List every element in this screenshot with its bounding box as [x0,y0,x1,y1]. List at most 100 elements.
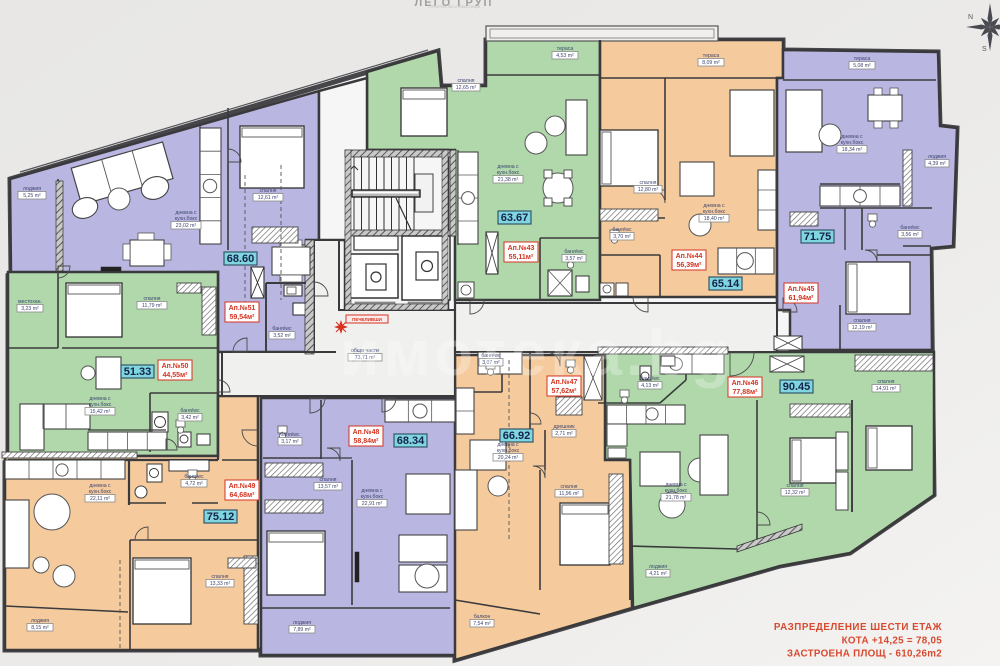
svg-text:12,61 m²: 12,61 m² [258,195,279,201]
svg-text:22,11 m²: 22,11 m² [90,496,110,502]
svg-text:65.14: 65.14 [712,278,740,290]
svg-text:лоджия: лоджия [23,186,41,192]
svg-text:66.92: 66.92 [503,430,531,442]
svg-text:кухн.бокс: кухн.бокс [175,216,198,222]
svg-text:21,38 m²: 21,38 m² [498,177,519,183]
svg-text:кухн.бокс: кухн.бокс [89,489,112,495]
svg-text:кухн.бокс: кухн.бокс [497,170,520,176]
svg-text:КОТА +14,25 = 78,05: КОТА +14,25 = 78,05 [842,636,943,647]
svg-text:3,56 m²: 3,56 m² [901,232,919,238]
svg-text:4,53 m²: 4,53 m² [556,53,574,59]
svg-text:дневна с: дневна с [175,210,197,216]
svg-text:3,17 m²: 3,17 m² [281,439,299,445]
svg-text:13,33 m²: 13,33 m² [210,581,231,587]
svg-text:кухн.бокс: кухн.бокс [703,209,726,215]
svg-text:баня/wc: баня/wc [640,376,660,382]
svg-text:местохан.: местохан. [18,299,42,305]
svg-text:23,02 m²: 23,02 m² [176,223,197,229]
svg-text:Ап.№47: Ап.№47 [551,378,578,386]
svg-text:спалня: спалня [561,484,578,490]
svg-text:56,39м²: 56,39м² [676,262,702,269]
svg-text:лоджия: лоджия [31,618,49,624]
svg-text:Ап.№49: Ап.№49 [229,482,256,490]
svg-text:спалня: спалня [787,483,804,489]
svg-text:ПЕЧЕЛИВШИ: ПЕЧЕЛИВШИ [352,317,382,322]
svg-text:71.75: 71.75 [804,231,832,243]
svg-text:спалня: спалня [212,574,229,580]
svg-text:дневна с: дневна с [89,483,111,489]
svg-text:лоджия: лоджия [293,620,311,626]
svg-text:Ап.№46: Ап.№46 [732,379,759,387]
svg-text:кухн.бокс: кухн.бокс [497,448,520,454]
svg-text:51.33: 51.33 [124,366,152,378]
svg-text:68.60: 68.60 [227,253,255,265]
svg-text:дневна с: дневна с [497,442,519,448]
svg-text:тераса: тераса [557,46,574,52]
svg-text:спалня: спалня [320,477,337,483]
svg-text:57,62м²: 57,62м² [551,388,577,395]
svg-text:спалня: спалня [878,379,895,385]
svg-text:баня/wc: баня/wc [180,408,200,414]
svg-text:20,24 m²: 20,24 m² [498,455,519,461]
svg-text:4,39 m²: 4,39 m² [928,161,946,167]
svg-text:дневна с: дневна с [703,203,725,209]
svg-text:СТРОИТЕЛСТВО И ИНВЕСТИЦИИ: СТРОИТЕЛСТВО И ИНВЕСТИЦИИ [428,5,481,9]
svg-text:44,55м²: 44,55м² [162,372,188,379]
svg-text:Ап.№45: Ап.№45 [788,285,815,293]
svg-text:Ап.№50: Ап.№50 [162,362,189,370]
svg-text:Ап.№48: Ап.№48 [353,428,380,436]
svg-text:3,07 m²: 3,07 m² [482,360,500,366]
svg-text:Ап.№51: Ап.№51 [229,304,256,312]
svg-text:S: S [982,46,987,53]
svg-text:дневна с: дневна с [841,134,863,140]
svg-text:РАЗПРЕДЕЛЕНИЕ ШЕСТИ ЕТАЖ: РАЗПРЕДЕЛЕНИЕ ШЕСТИ ЕТАЖ [774,622,942,633]
svg-text:3,57 m²: 3,57 m² [565,256,583,262]
svg-text:8,09 m²: 8,09 m² [702,60,720,66]
svg-text:8,15 m²: 8,15 m² [31,625,49,631]
svg-text:12,65 m²: 12,65 m² [456,85,477,91]
svg-text:21,78 m²: 21,78 m² [666,495,687,501]
svg-text:дрешник: дрешник [554,424,576,430]
svg-text:61,94м²: 61,94м² [788,295,814,302]
svg-text:77,88м²: 77,88м² [732,389,758,396]
svg-text:спалня: спалня [458,78,475,84]
svg-text:N: N [968,14,973,21]
svg-text:12,19 m²: 12,19 m² [852,325,873,331]
svg-text:дневна с: дневна с [361,488,383,494]
svg-text:4,13 m²: 4,13 m² [641,383,659,389]
svg-text:дневна с: дневна с [89,396,111,402]
svg-text:спалня: спалня [854,318,871,324]
svg-text:15,42 m²: 15,42 m² [90,409,111,415]
svg-text:63.67: 63.67 [501,212,529,224]
svg-text:75.12: 75.12 [207,511,235,523]
svg-text:спалня: спалня [144,296,161,302]
svg-text:18,34 m²: 18,34 m² [842,147,863,153]
svg-text:7,89 m²: 7,89 m² [293,627,311,633]
svg-text:11,96 m²: 11,96 m² [559,491,579,497]
svg-text:тераса: тераса [854,56,871,62]
svg-text:Ап.№44: Ап.№44 [676,252,703,260]
svg-text:кухн.бокс: кухн.бокс [665,488,688,494]
svg-text:11,79 m²: 11,79 m² [142,303,162,309]
svg-text:балкон: балкон [474,614,491,620]
svg-text:12,32 m²: 12,32 m² [785,490,806,496]
svg-text:дневна с: дневна с [497,164,519,170]
svg-text:общи части: общи части [351,348,379,354]
svg-text:64,68м²: 64,68м² [229,492,255,499]
svg-text:5,08 m²: 5,08 m² [853,63,871,69]
svg-text:7,54 m²: 7,54 m² [473,621,491,627]
svg-text:кухн.бокс: кухн.бокс [89,402,112,408]
svg-text:дневна с: дневна с [665,482,687,488]
svg-text:баня/wc: баня/wc [900,225,920,231]
svg-text:баня/wc: баня/wc [272,326,292,332]
svg-text:имотека.bg: имотека.bg [340,317,734,389]
svg-text:баня/wc: баня/wc [184,474,204,480]
svg-text:кухн.бокс: кухн.бокс [361,494,384,500]
svg-text:лоджия: лоджия [649,564,667,570]
svg-text:лоджия: лоджия [928,154,946,160]
svg-text:13,57 m²: 13,57 m² [318,484,339,490]
svg-text:тераса: тераса [703,53,720,59]
svg-text:3,42 m²: 3,42 m² [181,415,199,421]
svg-text:4,21 m²: 4,21 m² [649,571,667,577]
svg-text:2,71 m²: 2,71 m² [555,431,573,437]
